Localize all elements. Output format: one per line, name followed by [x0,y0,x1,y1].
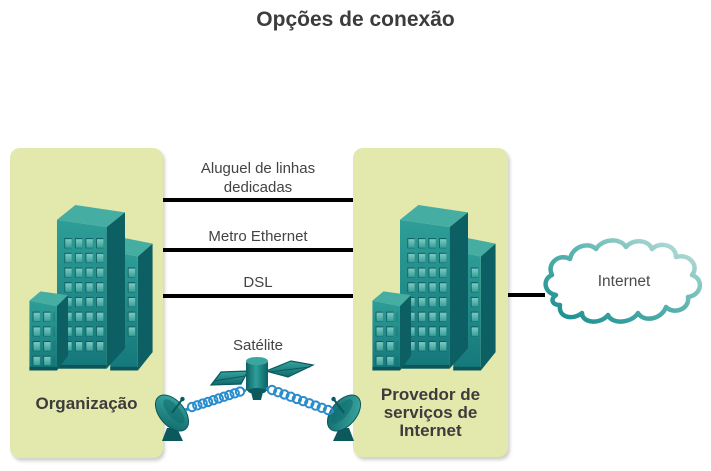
right-wireless-coil [265,384,335,416]
leased-lines-label: Aluguel de linhas dedicadas [200,160,316,196]
isp-label: Provedor de serviços de Internet [380,385,481,440]
satellite-icon [209,357,315,400]
cloud-icon [543,238,702,324]
isp-to-internet-line [508,293,545,297]
internet-cloud: Internet [540,237,708,335]
organization-label: Organização [35,394,138,413]
isp-building-icon [372,205,496,371]
left-wireless-coil [184,386,247,413]
isp-panel: Provedor de serviços de Internet [353,148,508,457]
internet-label: Internet [597,273,651,290]
leased-lines-connection-line [163,198,353,202]
page-title: Opções de conexão [256,8,455,31]
metro-ethernet-connection-line [163,248,353,252]
organization-panel: Organização [10,148,163,458]
organization-building-icon [29,205,153,371]
dsl-connection-line [163,294,353,298]
metro-ethernet-label: Metro Ethernet [208,228,308,245]
dsl-label: DSL [243,274,273,291]
satellite-label: Satélite [232,337,284,354]
